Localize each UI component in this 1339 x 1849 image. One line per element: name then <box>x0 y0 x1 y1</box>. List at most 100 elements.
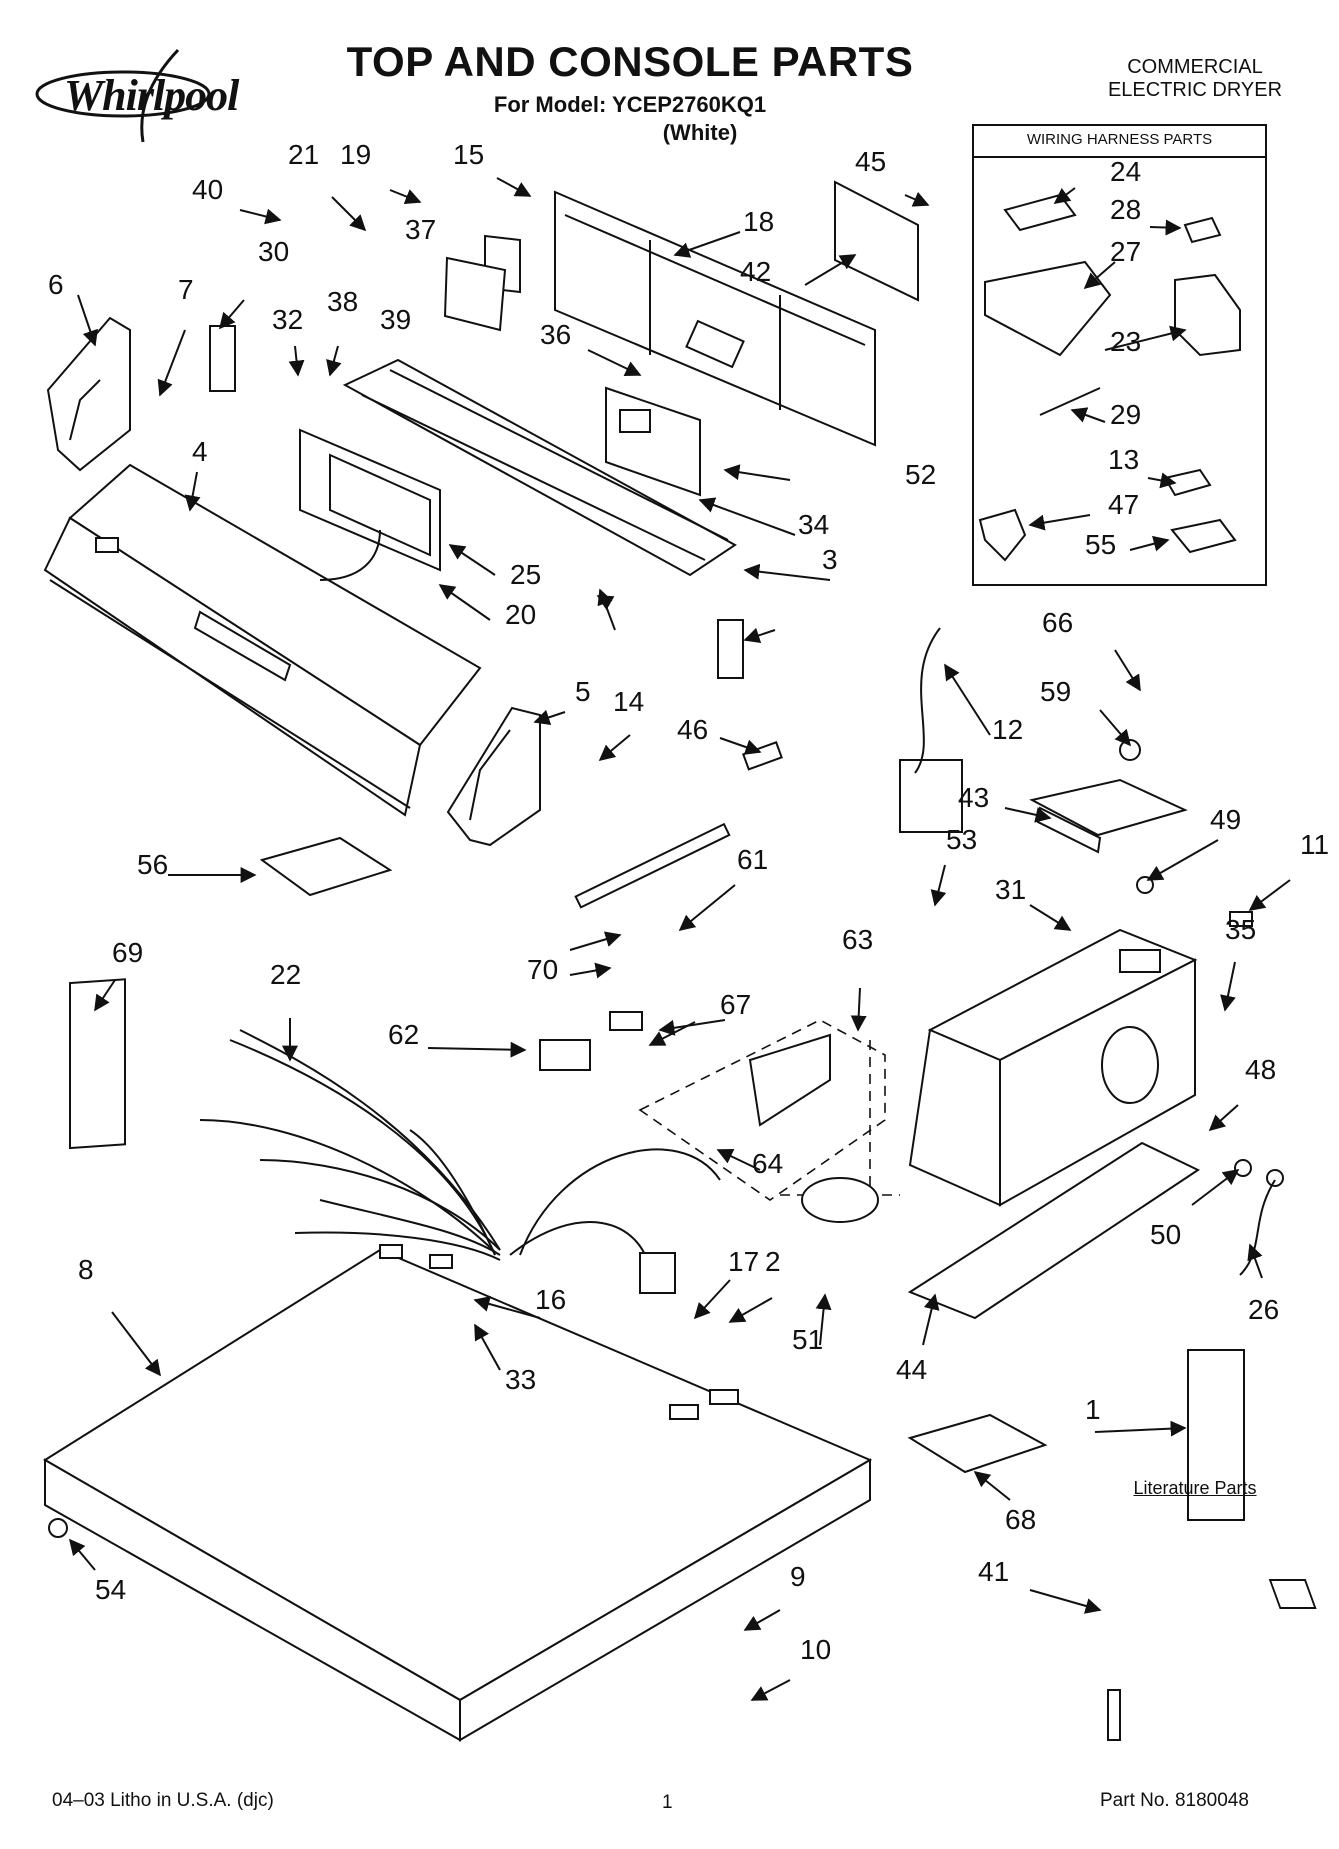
callout-25: 25 <box>510 559 542 590</box>
callout-45: 45 <box>855 146 887 177</box>
hardware-pieces <box>48 739 1317 1741</box>
callout-64: 64 <box>752 1148 784 1179</box>
overlay-right <box>717 619 744 679</box>
callout-29: 29 <box>1110 399 1142 430</box>
callout-26: 26 <box>1248 1294 1280 1325</box>
callout-41: 41 <box>978 1556 1010 1587</box>
product-category: COMMERCIAL ELECTRIC DRYER <box>1060 56 1330 102</box>
callout-24: 24 <box>1110 156 1142 187</box>
callout-32: 32 <box>272 304 304 335</box>
brand-logo: Whirlpool <box>28 42 278 152</box>
callout-5: 5 <box>575 676 591 707</box>
callout-50: 50 <box>1150 1219 1182 1250</box>
callout-68: 68 <box>1005 1504 1037 1535</box>
callout-6: 6 <box>48 269 64 300</box>
plate <box>907 1141 1201 1320</box>
callout-31: 31 <box>995 874 1027 905</box>
console-back-panel <box>554 190 876 447</box>
callout-2: 2 <box>765 1246 781 1277</box>
callout-49: 49 <box>1210 804 1242 835</box>
callout-59: 59 <box>1040 676 1072 707</box>
page-title: TOP AND CONSOLE PARTS <box>346 38 914 85</box>
literature-parts-label: Literature Parts <box>1133 1478 1257 1498</box>
part-number: Part No. 8180048 <box>1100 1790 1249 1811</box>
callout-35: 35 <box>1225 914 1257 945</box>
callout-13: 13 <box>1108 444 1140 475</box>
overlay-left <box>209 325 236 392</box>
callout-3: 3 <box>822 544 838 575</box>
callout-10: 10 <box>800 1634 832 1665</box>
callout-19: 19 <box>340 139 372 170</box>
category-line-1: COMMERCIAL <box>1127 56 1263 78</box>
callout-18: 18 <box>743 206 775 237</box>
parts-bag-56 <box>259 836 393 897</box>
callout-9: 9 <box>790 1561 806 1592</box>
ground-wire-26 <box>1239 1179 1276 1276</box>
terminal-cover <box>1029 778 1188 837</box>
logo-swoosh-icon <box>35 48 211 143</box>
callout-27: 27 <box>1110 236 1142 267</box>
parts-bag-68 <box>907 1413 1048 1474</box>
callout-38: 38 <box>327 286 359 317</box>
callout-21: 21 <box>288 139 320 170</box>
end-cap-right <box>446 706 541 847</box>
callout-28: 28 <box>1110 194 1142 225</box>
color-line: (White) <box>662 120 738 145</box>
ground-wire-12 <box>914 627 941 774</box>
end-cap-left <box>46 316 131 472</box>
callout-40: 40 <box>192 174 224 205</box>
console-panel <box>43 463 482 817</box>
callout-69: 69 <box>112 937 144 968</box>
callout-44: 44 <box>896 1354 928 1385</box>
brand-name: Whirlpool <box>64 71 239 120</box>
callout-42: 42 <box>740 256 772 287</box>
callout-39: 39 <box>380 304 412 335</box>
installation-book <box>69 978 126 1150</box>
callout-55: 55 <box>1085 529 1117 560</box>
callout-33: 33 <box>505 1364 537 1395</box>
model-line: For Model: YCEP2760KQ1 <box>493 92 767 117</box>
callout-14: 14 <box>613 686 645 717</box>
callout-43: 43 <box>958 782 990 813</box>
category-line-2: ELECTRIC DRYER <box>1107 79 1283 101</box>
callout-12: 12 <box>992 714 1024 745</box>
terminal-block-housing <box>908 928 1198 1207</box>
callout-20: 20 <box>505 599 537 630</box>
wiring-harness-heading: WIRING HARNESS PARTS <box>972 124 1267 158</box>
callout-37: 37 <box>405 214 437 245</box>
callout-17: 17 <box>728 1246 760 1277</box>
callout-15: 15 <box>453 139 485 170</box>
callout-34: 34 <box>798 509 830 540</box>
callout-30: 30 <box>258 236 290 267</box>
callout-67: 67 <box>720 989 752 1020</box>
callout-16: 16 <box>535 1284 567 1315</box>
callout-11: 11 <box>1300 829 1330 860</box>
callout-23: 23 <box>1110 326 1142 357</box>
callout-48: 48 <box>1245 1054 1277 1085</box>
wiring-harness-box <box>972 124 1267 586</box>
console-channel <box>342 358 737 577</box>
callout-4: 4 <box>192 436 208 467</box>
callout-7: 7 <box>178 274 194 305</box>
callout-47: 47 <box>1108 489 1140 520</box>
callout-63: 63 <box>842 924 874 955</box>
callout-53: 53 <box>946 824 978 855</box>
callout-51: 51 <box>792 1324 824 1355</box>
callout-46: 46 <box>677 714 709 745</box>
main-top <box>43 1244 873 1742</box>
wire-harness <box>199 1029 721 1271</box>
page-number: 1 <box>662 1792 673 1813</box>
lamp-socket <box>748 1033 831 1127</box>
callout-8: 8 <box>78 1254 94 1285</box>
callout-56: 56 <box>137 849 169 880</box>
control-board <box>443 234 521 332</box>
electronic-board <box>605 386 701 497</box>
footer-print-info: 04–03 Litho in U.S.A. (djc) <box>52 1790 274 1811</box>
leader-lines <box>68 177 1291 1701</box>
keypad <box>299 428 441 581</box>
callout-70: 70 <box>527 954 559 985</box>
callout-61: 61 <box>737 844 769 875</box>
callout-52: 52 <box>905 459 937 490</box>
bracket <box>834 180 919 302</box>
